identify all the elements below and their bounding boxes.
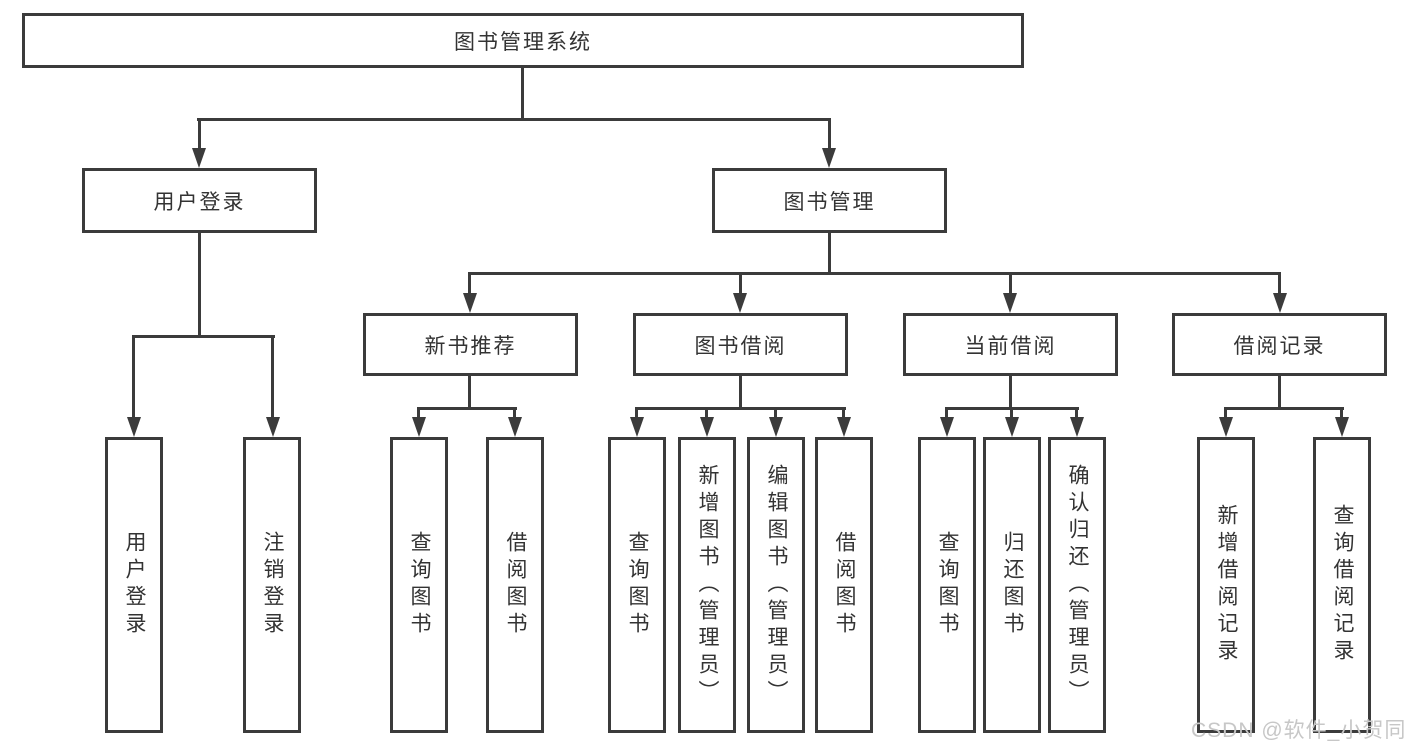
arrow-down-borrow [733, 293, 747, 313]
arrow-down-leaf-cb-confirm [1070, 417, 1084, 437]
leaf-br-query-record: 查询借阅记录 [1313, 437, 1371, 733]
arrow-down-book-mgmt [822, 148, 836, 168]
leaf-bb-add-books-admin-label: 新增图书（管理员） [696, 463, 719, 707]
node-book-borrow-label: 图书借阅 [694, 334, 787, 358]
leaf-cb-return-books: 归还图书 [983, 437, 1041, 733]
node-user-login-label: 用户登录 [153, 190, 246, 214]
leaf-logout-label: 注销登录 [261, 531, 284, 639]
connector-leaf-logout-drop [271, 335, 274, 419]
leaf-user-login-label: 用户登录 [123, 531, 146, 639]
arrow-down-leaf-bb-query [630, 417, 644, 437]
arrow-down-leaf-br-query [1335, 417, 1349, 437]
leaf-bb-query-books-label: 查询图书 [626, 531, 649, 639]
node-user-login: 用户登录 [82, 168, 317, 233]
connector-leaf-bb-edit-drop [774, 407, 777, 419]
connector-user-login-drop [198, 118, 201, 150]
connector-level3-bus [468, 272, 1281, 275]
node-new-book-rec-label: 新书推荐 [424, 334, 517, 358]
leaf-bb-query-books: 查询图书 [608, 437, 666, 733]
leaf-bb-edit-books-admin: 编辑图书（管理员） [747, 437, 805, 733]
arrow-down-leaf-nb-borrow [508, 417, 522, 437]
node-borrow-records: 借阅记录 [1172, 313, 1387, 376]
arrow-down-user-login [192, 148, 206, 168]
arrow-down-leaf-bb-edit [769, 417, 783, 437]
connector-user-login-stem [198, 233, 201, 338]
connector-new-book-bus [417, 407, 517, 410]
node-borrow-records-label: 借阅记录 [1233, 334, 1326, 358]
connector-leaf-bb-borrow-drop [842, 407, 845, 419]
leaf-br-add-record: 新增借阅记录 [1197, 437, 1255, 733]
connector-leaf-login-drop [132, 335, 135, 419]
arrow-down-current [1003, 293, 1017, 313]
node-current-borrow-label: 当前借阅 [964, 334, 1057, 358]
arrow-down-leaf-cb-query [940, 417, 954, 437]
connector-new-book-drop [468, 272, 471, 295]
connector-current-drop [1009, 272, 1012, 295]
node-book-mgmt: 图书管理 [712, 168, 947, 233]
node-library-system: 图书管理系统 [22, 13, 1024, 68]
connector-book-borrow-bus [635, 407, 846, 410]
connector-current-stem [1009, 376, 1012, 407]
connector-user-login-bus [132, 335, 275, 338]
connector-leaf-bb-query-drop [635, 407, 638, 419]
arrow-down-leaf-logout [266, 417, 280, 437]
arrow-down-leaf-br-add [1219, 417, 1233, 437]
leaf-br-query-record-label: 查询借阅记录 [1331, 504, 1354, 666]
connector-book-mgmt-drop [828, 118, 831, 150]
arrow-down-leaf-cb-return [1005, 417, 1019, 437]
arrow-down-leaf-login [127, 417, 141, 437]
connector-records-bus [1224, 407, 1344, 410]
arrow-down-leaf-nb-query [412, 417, 426, 437]
connector-leaf-br-query-drop [1340, 407, 1343, 419]
leaf-br-add-record-label: 新增借阅记录 [1215, 504, 1238, 666]
leaf-bb-borrow-books-label: 借阅图书 [833, 531, 856, 639]
node-current-borrow: 当前借阅 [903, 313, 1118, 376]
leaf-bb-add-books-admin: 新增图书（管理员） [678, 437, 736, 733]
arrow-down-leaf-bb-add [700, 417, 714, 437]
connector-records-drop [1278, 272, 1281, 295]
node-library-system-label: 图书管理系统 [454, 30, 592, 54]
arrow-down-new-book [463, 293, 477, 313]
connector-root-stem [521, 68, 524, 118]
connector-leaf-cb-confirm-drop [1075, 407, 1078, 419]
connector-new-book-stem [468, 376, 471, 407]
connector-leaf-nb-query-drop [417, 407, 420, 419]
connector-records-stem [1278, 376, 1281, 407]
connector-borrow-drop [739, 272, 742, 295]
connector-level2-bus [197, 118, 831, 121]
leaf-bb-borrow-books: 借阅图书 [815, 437, 873, 733]
connector-book-borrow-stem [739, 376, 742, 407]
leaf-cb-confirm-return-admin: 确认归还（管理员） [1048, 437, 1106, 733]
leaf-cb-confirm-return-admin-label: 确认归还（管理员） [1066, 463, 1089, 707]
connector-leaf-br-add-drop [1224, 407, 1227, 419]
connector-leaf-cb-query-drop [945, 407, 948, 419]
arrow-down-leaf-bb-borrow [837, 417, 851, 437]
connector-book-mgmt-stem [828, 233, 831, 275]
leaf-nb-borrow-books-label: 借阅图书 [504, 531, 527, 639]
arrow-down-records [1273, 293, 1287, 313]
leaf-nb-borrow-books: 借阅图书 [486, 437, 544, 733]
leaf-cb-query-books-label: 查询图书 [936, 531, 959, 639]
connector-leaf-nb-borrow-drop [513, 407, 516, 419]
node-new-book-rec: 新书推荐 [363, 313, 578, 376]
node-book-mgmt-label: 图书管理 [783, 190, 876, 214]
node-book-borrow: 图书借阅 [633, 313, 848, 376]
leaf-cb-return-books-label: 归还图书 [1001, 531, 1024, 639]
leaf-logout: 注销登录 [243, 437, 301, 733]
leaf-bb-edit-books-admin-label: 编辑图书（管理员） [765, 463, 788, 707]
connector-leaf-cb-return-drop [1010, 407, 1013, 419]
leaf-nb-query-books: 查询图书 [390, 437, 448, 733]
leaf-nb-query-books-label: 查询图书 [408, 531, 431, 639]
connector-leaf-bb-add-drop [705, 407, 708, 419]
leaf-cb-query-books: 查询图书 [918, 437, 976, 733]
leaf-user-login: 用户登录 [105, 437, 163, 733]
csdn-watermark: CSDN @软件_小贺同学 [1191, 719, 1405, 742]
